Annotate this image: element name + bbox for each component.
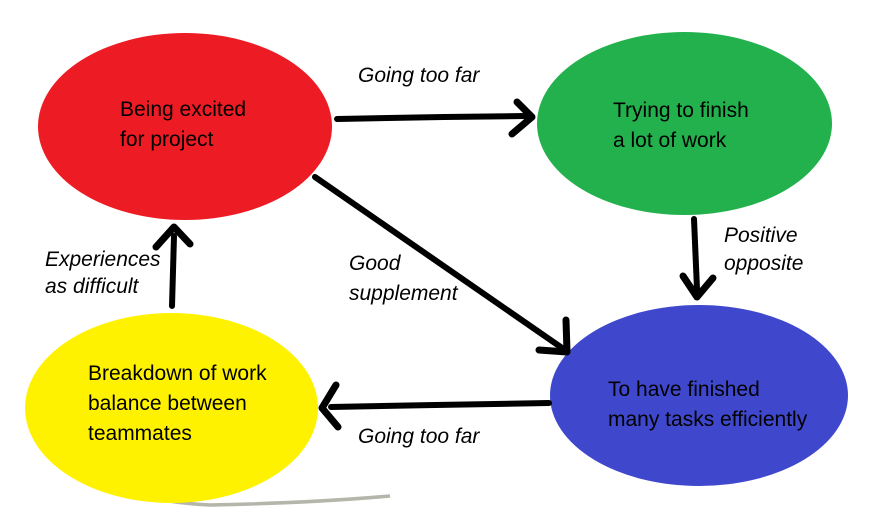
edge-label-positive-opposite: Positive opposite [724,222,803,278]
node-breakdown-label: Breakdown of work balance between teamma… [88,359,267,449]
edge-label-line: Good [349,252,401,275]
node-label-line: a lot of work [613,129,727,152]
edge-label-going-too-far-top: Going too far [358,64,480,87]
arrow-excited-to-trying [334,98,536,138]
node-trying-to-finish-label: Trying to finish a lot of work [613,96,749,156]
edge-label-experiences-as-difficult: Experiences as difficult [45,246,161,300]
edge-label-good-supplement: Good supplement [349,249,458,309]
node-trying-to-finish: Trying to finish a lot of work [537,32,832,215]
node-finished-many-tasks: To have finished many tasks efficiently [550,305,848,486]
node-breakdown-of-work-balance: Breakdown of work balance between teamma… [25,313,318,503]
edge-label-line: supplement [349,282,458,305]
node-label-line: Breakdown of work [88,362,267,385]
edge-label-line: opposite [724,252,804,275]
node-being-excited: Being excited for project [38,33,332,220]
edge-label-line: as difficult [45,275,139,298]
node-label-line: teammates [88,422,192,445]
edge-label-line: Experiences [45,248,161,271]
node-label-line: many tasks efficiently [608,408,808,431]
node-label-line: for project [120,128,214,151]
edge-label-going-too-far-bottom: Going too far [358,425,480,448]
node-label-line: Being excited [120,98,247,121]
edge-label-line: Positive [724,224,798,247]
node-being-excited-label: Being excited for project [120,95,246,155]
arrow-finished-to-breakdown [318,381,552,431]
node-label-line: balance between [88,392,247,415]
node-finished-many-tasks-label: To have finished many tasks efficiently [608,375,807,435]
arrow-breakdown-to-excited [152,223,194,309]
node-label-line: To have finished [608,378,760,401]
arrow-trying-to-finished [679,216,717,301]
node-label-line: Trying to finish [613,99,749,122]
